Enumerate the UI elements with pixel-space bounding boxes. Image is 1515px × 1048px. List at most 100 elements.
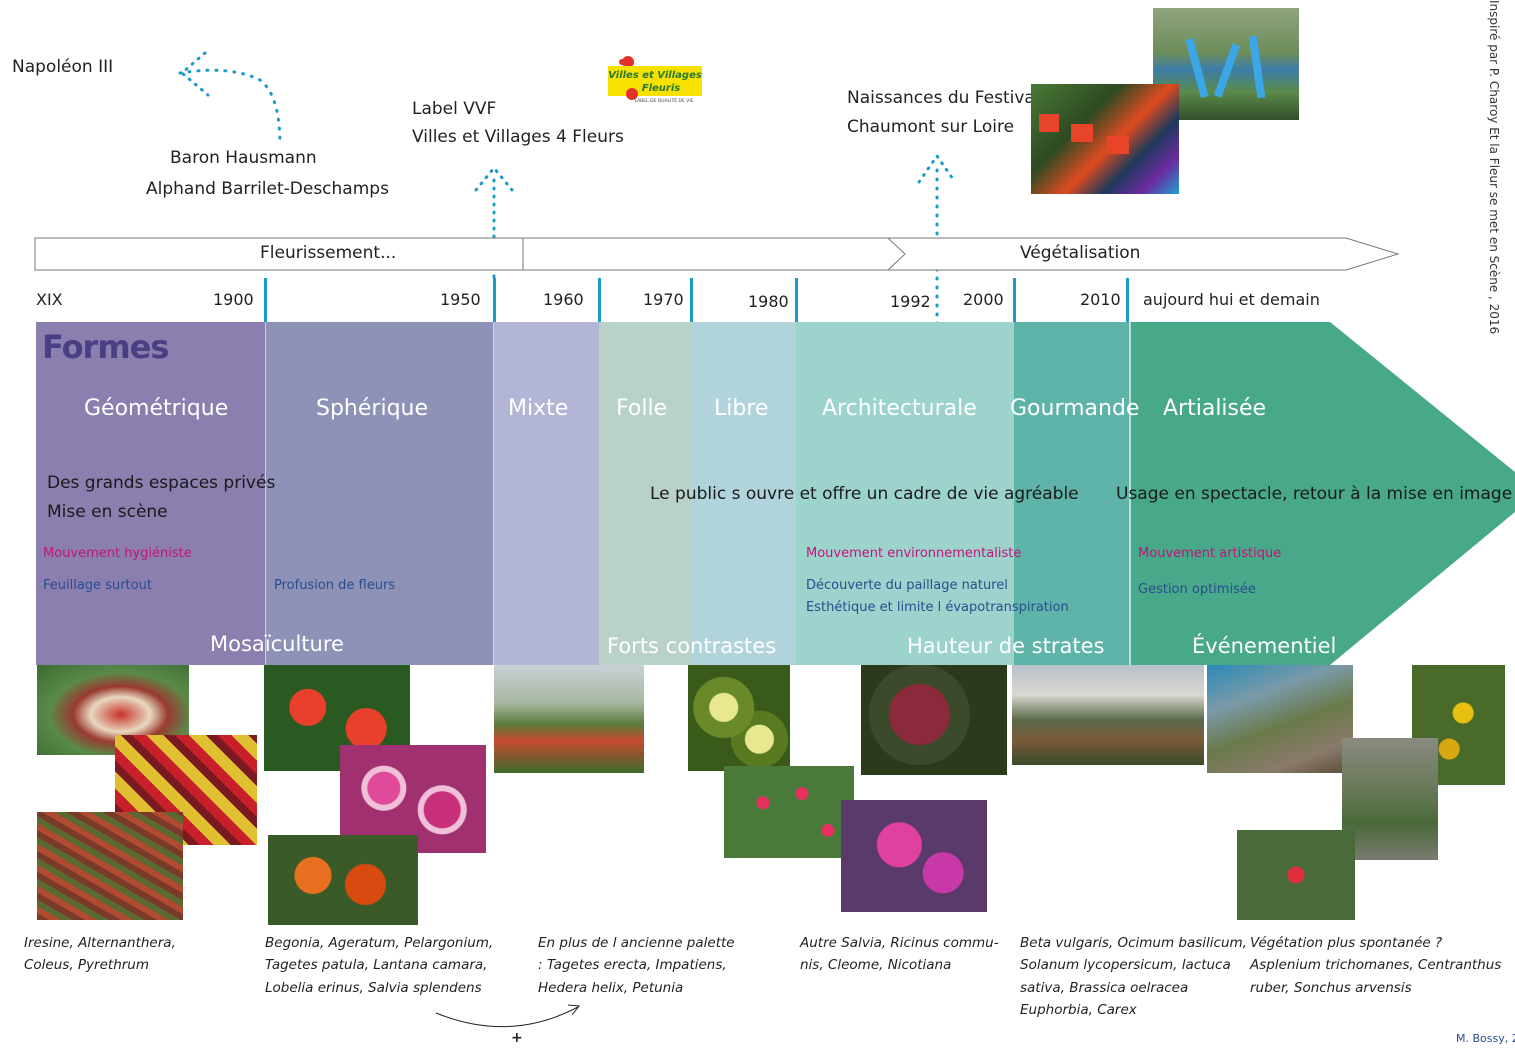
photo-asplenium xyxy=(1342,738,1438,860)
timeline-tick xyxy=(795,278,798,322)
band-folle xyxy=(599,322,691,665)
vvf-label: Label VVF xyxy=(412,99,497,119)
species-caption-5: Beta vulgaris, Ocimum basilicum, Solanum… xyxy=(1020,932,1247,1021)
movement-environnement: Mouvement environnementaliste xyxy=(806,546,1022,561)
year-1900: 1900 xyxy=(213,290,254,309)
species-line: : Tagetes erecta, Impatiens, xyxy=(538,957,727,974)
timeline-tick xyxy=(1126,278,1129,322)
timeline-tick xyxy=(493,278,496,322)
year-1960: 1960 xyxy=(543,290,584,309)
species-line: Tagetes patula, Lantana camara, xyxy=(265,957,488,974)
vertical-credit: Inspiré par P. Charoy Et la Fleur se met… xyxy=(1487,0,1501,335)
species-line: Lobelia erinus, Salvia splendens xyxy=(265,979,482,996)
year-1950: 1950 xyxy=(440,290,481,309)
period-artialisee: Artialisée xyxy=(1163,396,1267,421)
period-folle: Folle xyxy=(616,396,668,421)
year-today: aujourd hui et demain xyxy=(1143,290,1320,309)
species-line: ruber, Sonchus arvensis xyxy=(1250,979,1412,996)
band-libre xyxy=(691,322,796,665)
species-line: Beta vulgaris, Ocimum basilicum, xyxy=(1020,935,1247,951)
curved-arrow-icon xyxy=(435,1004,580,1028)
band-geometrique xyxy=(36,322,266,665)
band-artialisee xyxy=(1130,322,1515,665)
period-libre: Libre xyxy=(714,396,769,421)
vvf-logo-text-3: LABEL DE QUALITÉ DE VIE xyxy=(634,96,693,104)
plus-sign: + xyxy=(511,1030,523,1046)
species-line: Coleus, Pyrethrum xyxy=(24,957,150,974)
practice-paillage-1: Découverte du paillage naturel xyxy=(806,578,1008,593)
photo-begonia xyxy=(264,665,410,771)
year-1992: 1992 xyxy=(890,292,931,311)
species-caption-4: Autre Salvia, Ricinus commu- nis, Cleome… xyxy=(800,932,999,977)
period-architecturale: Architecturale xyxy=(822,396,977,421)
chaumont-label: Chaumont sur Loire xyxy=(847,117,1015,137)
practice-feuillage: Feuillage surtout xyxy=(43,578,152,593)
year-1970: 1970 xyxy=(643,290,684,309)
photo-centranthus xyxy=(1237,830,1355,920)
desc-private-2: Mise en scène xyxy=(47,502,168,522)
practice-profusion: Profusion de fleurs xyxy=(274,578,396,593)
photo-boats xyxy=(1207,665,1353,773)
haussmann-label: Baron Hausmann xyxy=(170,148,317,168)
napoleon-label: Napoléon III xyxy=(12,57,114,77)
theme-mosaiculture: Mosaïculture xyxy=(210,632,344,656)
period-mixte: Mixte xyxy=(508,396,569,421)
alphand-label: Alphand Barrilet-Deschamps xyxy=(146,179,389,199)
theme-evenementiel: Événementiel xyxy=(1192,634,1337,658)
band-divider xyxy=(493,322,494,665)
species-caption-2: Begonia, Ageratum, Pelargonium, Tagetes … xyxy=(265,932,493,999)
year-xix: XIX xyxy=(36,290,63,309)
year-2010: 2010 xyxy=(1080,290,1121,309)
species-caption-1: Iresine, Alternanthera, Coleus, Pyrethru… xyxy=(24,932,176,977)
desc-public: Le public s ouvre et offre un cadre de v… xyxy=(650,484,1079,504)
species-line: Begonia, Ageratum, Pelargonium, xyxy=(265,935,494,951)
photo-tagetes xyxy=(268,835,418,925)
vvf-logo-text-1: Villes et Villages xyxy=(608,70,702,81)
year-2000: 2000 xyxy=(963,290,1004,309)
species-line: En plus de l ancienne palette xyxy=(538,935,735,951)
desc-private-1: Des grands espaces privés xyxy=(47,473,276,493)
photo-cleome xyxy=(841,800,987,912)
vvf-logo-text-2: Fleuris xyxy=(642,83,681,94)
theme-strates: Hauteur de strates xyxy=(907,634,1105,658)
year-1980: 1980 xyxy=(748,292,789,311)
arrow-vegetalisation: Végétalisation xyxy=(1020,243,1141,263)
author-credit: M. Bossy, 2 xyxy=(1456,1032,1515,1045)
timeline-tick xyxy=(598,278,601,322)
timeline-tick xyxy=(690,278,693,322)
band-gourmande xyxy=(1014,322,1130,665)
species-line: Végétation plus spontanée ? xyxy=(1250,935,1443,951)
practice-gestion: Gestion optimisée xyxy=(1138,582,1256,597)
species-line: Autre Salvia, Ricinus commu- xyxy=(800,935,999,951)
arrow-fleurissement: Fleurissement... xyxy=(260,243,397,263)
period-geometrique: Géométrique xyxy=(84,396,229,421)
band-spherique xyxy=(266,322,494,665)
species-line: Asplenium trichomanes, Centranthus xyxy=(1250,957,1502,974)
photo-iresine xyxy=(37,812,183,920)
practice-paillage-2: Esthétique et limite l évapotranspiratio… xyxy=(806,600,1069,615)
theme-contrastes: Forts contrastes xyxy=(607,634,777,658)
dotted-curve-arrow xyxy=(178,51,282,147)
arrows-svg xyxy=(34,237,1400,271)
species-line: Euphorbia, Carex xyxy=(1020,1001,1137,1018)
movement-hygieniste: Mouvement hygiéniste xyxy=(43,546,192,561)
photo-ricinus xyxy=(861,665,1007,775)
section-title-formes: Formes xyxy=(42,328,169,366)
vvf-logo: Villes et Villages Fleuris LABEL DE QUAL… xyxy=(606,54,704,104)
photo-salvia xyxy=(724,766,854,858)
photo-festival-garden xyxy=(1031,84,1179,194)
species-caption-6: Végétation plus spontanée ? Asplenium tr… xyxy=(1250,932,1501,999)
photo-mixte-garden xyxy=(494,665,644,773)
movement-artistique: Mouvement artistique xyxy=(1138,546,1282,561)
timeline-tick xyxy=(264,278,267,322)
desc-spectacle: Usage en spectacle, retour à la mise en … xyxy=(1116,484,1515,504)
species-line: sativa, Brassica oelracea xyxy=(1020,979,1189,996)
festival-label: Naissances du Festival xyxy=(847,88,1040,108)
species-line: nis, Cleome, Nicotiana xyxy=(800,957,952,974)
species-caption-3: En plus de l ancienne palette : Tagetes … xyxy=(538,932,735,999)
species-line: Iresine, Alternanthera, xyxy=(24,935,176,951)
band-architecturale xyxy=(796,322,1014,665)
period-spherique: Sphérique xyxy=(316,396,429,421)
species-line: Hedera helix, Petunia xyxy=(538,979,684,996)
photo-hedera xyxy=(688,665,790,771)
